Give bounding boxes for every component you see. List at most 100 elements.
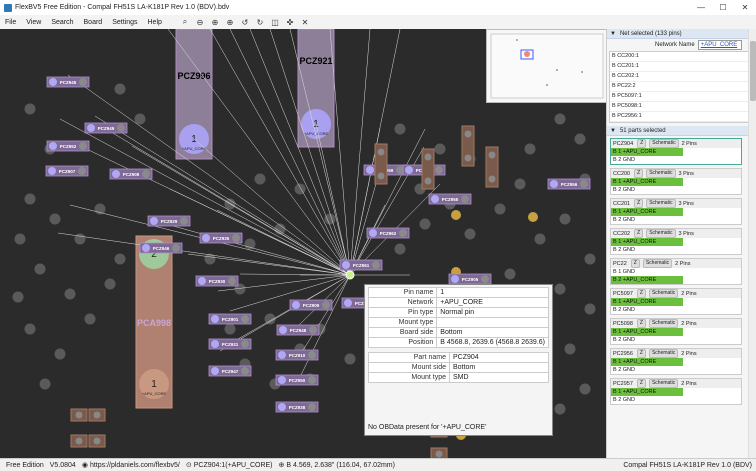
flip-icon[interactable]: ◫ [271, 17, 279, 27]
z-button[interactable]: Z [634, 229, 644, 238]
component-pcz907[interactable]: PCZ907 [45, 165, 89, 177]
close-window-button[interactable]: ✕ [741, 3, 749, 12]
component-pcz945[interactable]: PCZ945 [46, 76, 90, 88]
pin-row[interactable]: B 2 GND [613, 217, 636, 223]
zoom-fit-icon[interactable]: ⊕ [226, 17, 234, 27]
capacitor[interactable] [430, 447, 448, 459]
z-button[interactable]: Z [636, 349, 646, 358]
menu-help[interactable]: Help [147, 18, 162, 26]
list-item[interactable]: B CC201:1 [610, 62, 754, 72]
component-pcz948[interactable]: PCZ948 [276, 324, 320, 336]
list-item[interactable]: B PC5097:1 [610, 92, 754, 102]
pca998-pin-1[interactable] [139, 369, 169, 399]
schematic-button[interactable]: Schematic [648, 349, 679, 358]
pin-row[interactable]: B 2 GND [613, 187, 636, 193]
component-pcz931[interactable]: PCZ931 [208, 338, 252, 350]
capacitor[interactable] [88, 408, 106, 422]
component-pcz930[interactable]: PCZ930 [195, 275, 239, 287]
z-button[interactable]: Z [630, 259, 640, 268]
maximize-button[interactable]: ☐ [719, 3, 727, 12]
pin-row[interactable]: B 1 +APU_CORE [611, 328, 683, 336]
parts-selected-header[interactable]: ▼51 parts selected [607, 126, 756, 136]
list-item[interactable]: B CC200:1 [610, 52, 754, 62]
list-item[interactable]: B PC2956:1 [610, 112, 754, 122]
schematic-button[interactable]: Schematic [648, 379, 679, 388]
net-pin-list[interactable]: B CC200:1 B CC201:1 B CC202:1 B PC22:2 B… [609, 51, 755, 123]
schematic-button[interactable]: Schematic [649, 139, 679, 148]
schematic-button[interactable]: Schematic [648, 289, 679, 298]
search-icon[interactable]: ⌕ [182, 17, 188, 26]
menu-settings[interactable]: Settings [112, 18, 138, 26]
schematic-button[interactable]: Schematic [648, 319, 679, 328]
component-pcz950[interactable]: PCZ950 [275, 374, 319, 386]
pin-row[interactable]: B 2 GND [613, 337, 636, 343]
zoom-out-icon[interactable]: ⊖ [196, 17, 204, 27]
pin-row[interactable]: B 1 +APU_CORE [611, 208, 683, 216]
pin-row[interactable]: B 2 GND [613, 157, 636, 163]
capacitor[interactable] [461, 125, 475, 167]
component-pcz938[interactable]: PCZ938 [275, 401, 319, 413]
scrollbar-thumb[interactable] [750, 41, 756, 101]
pin-row[interactable]: B 2 GND [613, 247, 636, 253]
list-item[interactable]: B PC22:2 [610, 82, 754, 92]
pin-row[interactable]: B 1 +APU_CORE [611, 388, 683, 396]
capacitor[interactable] [70, 408, 88, 422]
board-minimap[interactable] [486, 29, 606, 103]
board-view[interactable]: PCZ996 PCZ921 PCA998 1 1 1 2 +APU_CORE +… [0, 29, 606, 459]
component-pcz908[interactable]: PCZ908 [109, 168, 153, 180]
board-canvas[interactable]: PCZ996 PCZ921 PCA998 1 1 1 2 +APU_CORE +… [0, 29, 606, 459]
capacitor[interactable] [421, 148, 435, 190]
component-pcz949[interactable]: PCZ949 [84, 122, 128, 134]
net-selected-header[interactable]: ▼Net selected (133 pins) [607, 29, 756, 39]
z-button[interactable]: Z [636, 379, 646, 388]
schematic-button[interactable]: Schematic [642, 259, 673, 268]
status-url[interactable]: https://pldaniels.com/flexbv5/ [89, 461, 180, 469]
capacitor[interactable] [70, 434, 88, 448]
component-pcz909[interactable]: PCZ909 [289, 299, 333, 311]
zoom-in-icon[interactable]: ⊕ [211, 17, 219, 27]
schematic-button[interactable]: Schematic [646, 169, 676, 178]
component-pcz961[interactable]: PCZ961 [339, 259, 383, 271]
pin-row[interactable]: B 1 +APU_CORE [611, 178, 683, 186]
right-panel-scrollbar[interactable] [748, 29, 756, 459]
component-pcz910[interactable]: PCZ910 [275, 349, 319, 361]
minimap-viewport[interactable] [520, 49, 534, 60]
capacitor[interactable] [374, 143, 388, 185]
z-button[interactable]: Z [634, 169, 644, 178]
rotate-ccw-icon[interactable]: ↺ [241, 17, 249, 27]
component-pcz935[interactable]: PCZ935 [199, 232, 243, 244]
component-pcz955[interactable]: PCZ955 [428, 193, 472, 205]
component-pcz947[interactable]: PCZ947 [208, 365, 252, 377]
list-item[interactable]: B CC202:1 [610, 72, 754, 82]
schematic-button[interactable]: Schematic [646, 199, 676, 208]
menu-file[interactable]: File [5, 18, 17, 26]
menu-search[interactable]: Search [51, 18, 74, 26]
pin-row[interactable]: B 2 +APU_CORE [611, 276, 683, 284]
pin-row[interactable]: B 2 GND [613, 367, 636, 373]
menu-board[interactable]: Board [83, 18, 103, 26]
component-pcz946[interactable]: PCZ946 [139, 242, 183, 254]
component-pcz901[interactable]: PCZ901 [208, 313, 252, 325]
rotate-cw-icon[interactable]: ↻ [256, 17, 264, 27]
z-button[interactable]: Z [634, 199, 644, 208]
pin-row[interactable]: B 1 +APU_CORE [611, 358, 683, 366]
z-button[interactable]: Z [636, 319, 646, 328]
net-filter-input[interactable]: +APU_CORE [697, 40, 742, 50]
pin-row[interactable]: B 1 GND [613, 269, 636, 275]
selected-pin-marker[interactable] [345, 270, 355, 280]
pin-row[interactable]: B 1 +APU_CORE [611, 298, 683, 306]
menu-view[interactable]: View [26, 18, 42, 26]
minimize-button[interactable]: — [697, 3, 705, 12]
pin-row[interactable]: B 1 +APU_CORE [611, 238, 683, 246]
pin-row[interactable]: B 2 GND [613, 397, 636, 403]
z-button[interactable]: Z [636, 289, 646, 298]
component-pcz956[interactable]: PCZ956 [547, 178, 591, 190]
component-pcz929[interactable]: PCZ929 [147, 215, 191, 227]
